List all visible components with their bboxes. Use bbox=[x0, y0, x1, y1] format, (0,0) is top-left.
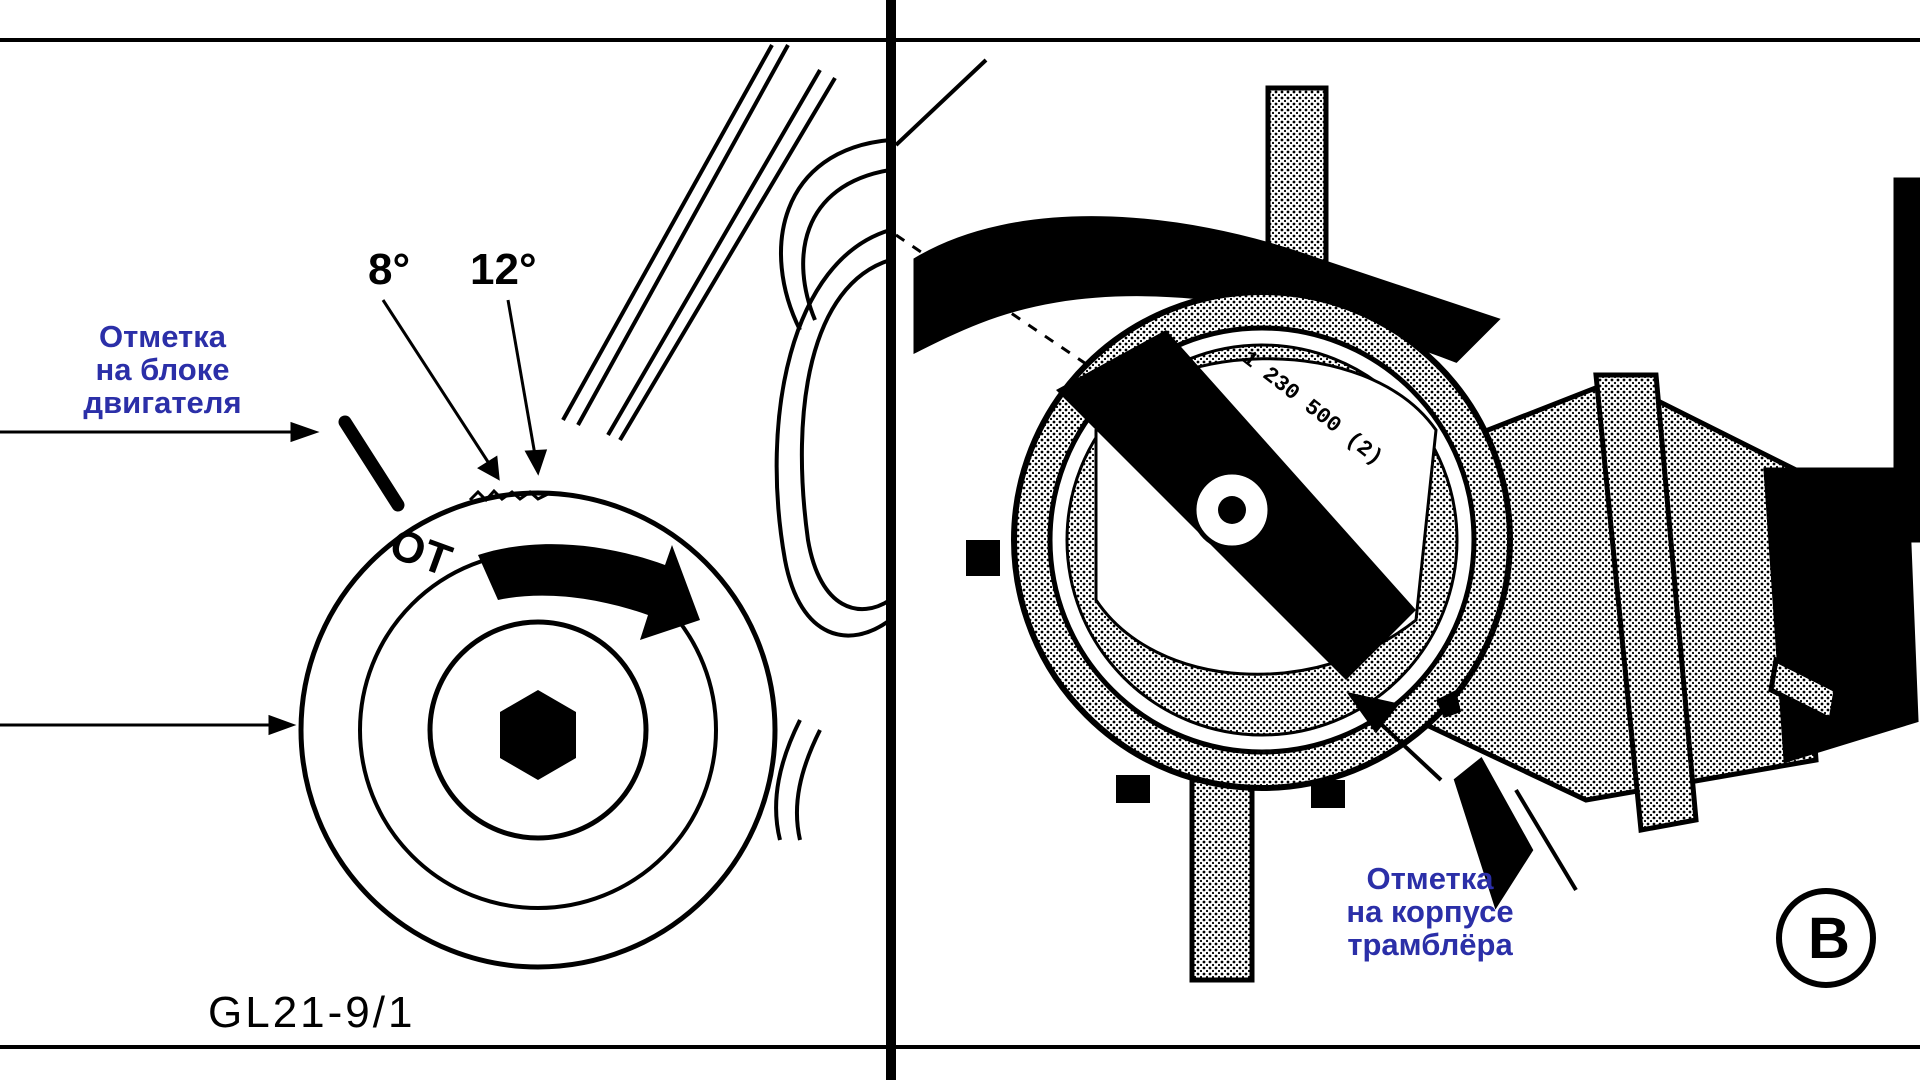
crankshaft-pulley bbox=[298, 488, 778, 970]
callout-b-leader bbox=[1514, 788, 1578, 892]
panel-divider bbox=[886, 0, 896, 1080]
engine-block-mark-label: Отметка на блоке двигателя bbox=[83, 319, 242, 420]
angle-12-label: 12° bbox=[470, 245, 537, 294]
right-panel-distributor-drawing: 1 230 500 (2) bbox=[896, 38, 1920, 1049]
callout-b-circle bbox=[1776, 888, 1876, 988]
figure-code-label: GL21-9/1 bbox=[208, 988, 416, 1037]
distributor-mark-label: Отметка на корпусе трамблёра bbox=[1346, 861, 1514, 962]
rotation-direction-arrow-icon bbox=[478, 544, 700, 640]
engine-block-mark-icon bbox=[338, 415, 405, 512]
leader-arrows bbox=[0, 299, 548, 736]
distributor-housing: 1 230 500 (2) bbox=[1011, 289, 1513, 791]
left-panel-pulley-drawing bbox=[0, 38, 890, 1049]
distributor-mark-arrow-icon bbox=[1346, 691, 1534, 910]
housing-tabs bbox=[966, 540, 1345, 808]
spring-clips bbox=[1189, 85, 1329, 983]
angle-8-label: 8° bbox=[368, 245, 411, 294]
drive-belt-lines bbox=[561, 44, 890, 841]
callout-b-letter: B bbox=[1808, 906, 1850, 971]
hex-bolt-icon bbox=[500, 690, 576, 780]
